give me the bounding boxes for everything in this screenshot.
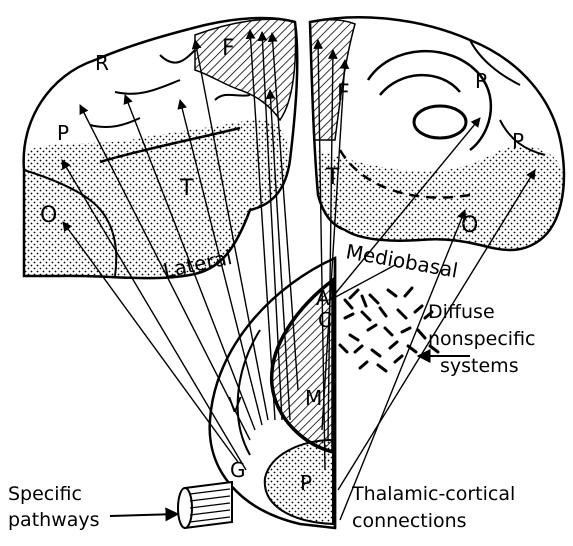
specific-pathways-bundle xyxy=(178,482,232,528)
diffuse-label-line1: Diffuse xyxy=(428,301,495,323)
lateral-label-T: T xyxy=(179,176,194,201)
lateral-label-P: P xyxy=(57,121,69,145)
diffuse-label-line3: systems xyxy=(440,355,519,377)
medial-label-P: P xyxy=(512,129,524,153)
thalamus-label-P: P xyxy=(300,471,312,495)
thalamic-cortical-label-line1: Thalamic-cortical xyxy=(351,483,515,505)
lateral-label-O: O xyxy=(40,203,57,228)
thalamus-label-V: V xyxy=(228,393,242,417)
lateral-label-F: F xyxy=(222,36,235,61)
specific-pathways-arrow xyxy=(110,514,178,516)
thalamus-label-M: M xyxy=(305,386,322,410)
medial-hemisphere: F R P T O Mediobasal xyxy=(310,17,564,282)
diffuse-system-dashes xyxy=(340,288,438,371)
diffuse-label-line2: nonspecific xyxy=(428,328,536,350)
medial-thalamic-oval xyxy=(414,106,466,138)
medial-label-O: O xyxy=(461,213,478,238)
specific-label-line1: Specific xyxy=(8,483,82,505)
medial-label-R: R xyxy=(475,69,489,93)
lateral-hemisphere: F R P T O Lateral xyxy=(23,18,297,283)
thalamic-cortical-label-line2: connections xyxy=(352,510,467,532)
lateral-label-R: R xyxy=(95,51,109,75)
specific-label-line2: pathways xyxy=(8,509,100,531)
